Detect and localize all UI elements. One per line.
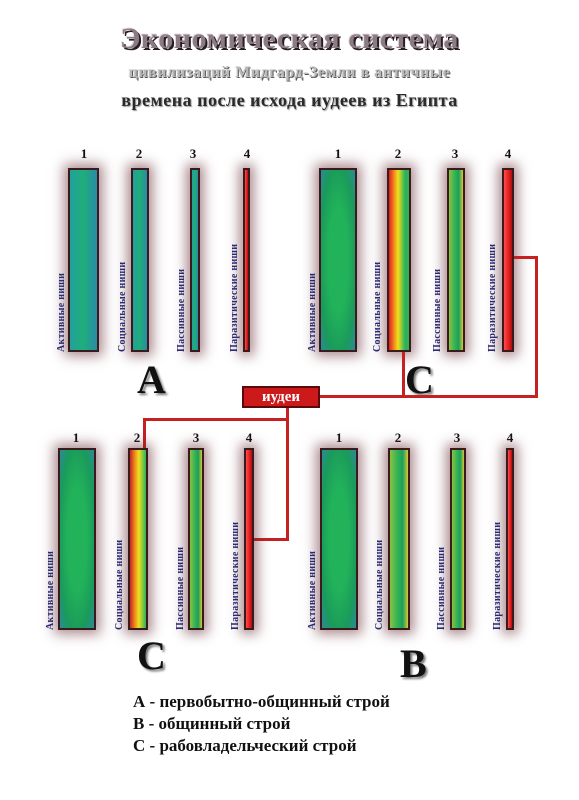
column-number: 4 <box>504 146 512 161</box>
column-number: 3 <box>189 146 197 161</box>
column-number: 4 <box>245 430 253 445</box>
column-number: 1 <box>80 146 88 161</box>
column-number: 2 <box>394 430 402 445</box>
column-number: 2 <box>135 146 143 161</box>
column-number: 1 <box>334 146 342 161</box>
label-parasitic-niches: Паразитические ниши <box>487 243 498 352</box>
legend-item-a: А - первобытно-общинный строй <box>133 692 390 711</box>
bar-passive <box>190 168 200 352</box>
bar-parasitic <box>502 168 514 352</box>
label-social-niches: Социальные ниши <box>114 539 125 630</box>
title-line-1: Экономическая система <box>120 22 459 55</box>
legend-item-b: В - общинный строй <box>133 714 291 733</box>
label-active-niches: Активные ниши <box>45 550 56 630</box>
jews-label-box: иудеи <box>242 386 320 408</box>
label-social-niches: Социальные ниши <box>372 261 383 352</box>
column-number: 4 <box>506 430 514 445</box>
bar-active <box>319 168 357 352</box>
bar-active <box>58 448 96 630</box>
label-parasitic-niches: Паразитические ниши <box>229 243 240 352</box>
bar-parasitic <box>244 448 254 630</box>
bar-passive <box>188 448 204 630</box>
bar-passive <box>447 168 465 352</box>
column-number: 2 <box>133 430 141 445</box>
bar-parasitic <box>243 168 250 352</box>
bar-social <box>388 448 410 630</box>
bar-passive <box>450 448 466 630</box>
label-passive-niches: Пассивные ниши <box>175 546 186 630</box>
label-passive-niches: Пассивные ниши <box>432 268 443 352</box>
label-passive-niches: Пассивные ниши <box>176 268 187 352</box>
label-parasitic-niches: Паразитические ниши <box>230 521 241 630</box>
panel-letter-c: C <box>137 633 166 678</box>
panel-letter-b: B <box>400 641 427 686</box>
column-number: 2 <box>394 146 402 161</box>
title-line-2: цивилизаций Мидгард-Земли в античные <box>128 64 451 81</box>
column-number: 3 <box>192 430 200 445</box>
label-social-niches: Социальные ниши <box>117 261 128 352</box>
bar-social <box>131 168 149 352</box>
column-number: 3 <box>451 146 459 161</box>
label-social-niches: Социальные ниши <box>374 539 385 630</box>
label-parasitic-niches: Паразитические ниши <box>492 521 503 630</box>
panel-letter-c: C <box>405 357 434 402</box>
column-number: 4 <box>243 146 251 161</box>
bar-social <box>387 168 411 352</box>
label-passive-niches: Пассивные ниши <box>436 546 447 630</box>
column-number: 3 <box>453 430 461 445</box>
label-active-niches: Активные ниши <box>56 272 67 352</box>
bar-parasitic <box>506 448 514 630</box>
legend-item-c: С - рабовладельческий строй <box>133 736 357 755</box>
bar-active <box>320 448 358 630</box>
bar-social <box>128 448 148 630</box>
bar-active <box>68 168 99 352</box>
title-line-3: времена после исхода иудеев из Египта <box>121 90 458 110</box>
column-number: 1 <box>72 430 80 445</box>
column-number: 1 <box>335 430 343 445</box>
panel-letter-a: A <box>137 357 166 402</box>
label-active-niches: Активные ниши <box>307 550 318 630</box>
label-active-niches: Активные ниши <box>307 272 318 352</box>
